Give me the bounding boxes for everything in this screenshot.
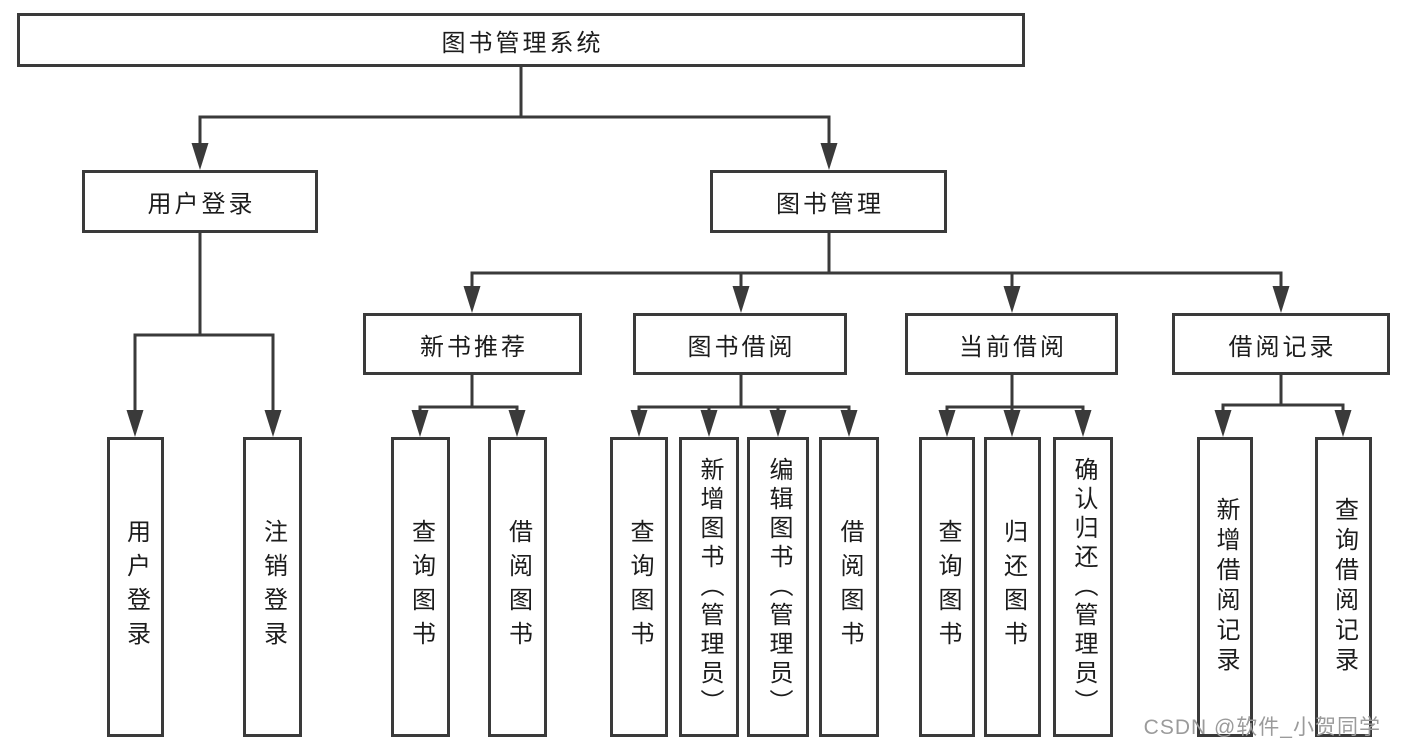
leaf-label: 用户登录 [122,519,150,655]
leaf-logout: 注销登录 [243,437,302,737]
leaf-add-borrow-record: 新增借阅记录 [1197,437,1253,737]
leaf-label: 注销登录 [259,519,287,655]
node-label: 图书管理 [776,191,884,218]
node-label: 新书推荐 [420,333,528,361]
node-book-borrowing: 图书借阅 [633,313,847,375]
node-label: 用户登录 [147,191,256,218]
leaf-label: 查询图书 [934,519,961,655]
node-book-management-branch: 图书管理 [710,170,947,233]
leaf-add-books-admin: 新增图书（管理员） [679,437,739,737]
node-borrowing-records: 借阅记录 [1172,313,1390,375]
leaf-query-borrow-record: 查询借阅记录 [1315,437,1372,737]
leaf-label: 新增借阅记录 [1212,497,1239,677]
node-new-book-recommend: 新书推荐 [363,313,582,375]
node-label: 借阅记录 [1228,333,1337,361]
node-label: 当前借阅 [959,333,1067,361]
leaf-label: 查询图书 [626,519,653,655]
leaf-query-books-current: 查询图书 [919,437,975,737]
leaf-user-login: 用户登录 [107,437,164,737]
leaf-edit-books-admin: 编辑图书（管理员） [747,437,809,737]
leaf-query-books-recommend: 查询图书 [391,437,450,737]
leaf-label: 借阅图书 [836,519,863,655]
leaf-label: 编辑图书（管理员） [765,456,792,718]
leaf-label: 查询图书 [407,519,435,655]
node-library-management-system: 图书管理系统 [17,13,1025,67]
leaf-label: 借阅图书 [504,519,532,655]
node-label: 图书借阅 [687,333,796,361]
node-current-borrowing: 当前借阅 [905,313,1118,375]
node-user-login-branch: 用户登录 [82,170,318,233]
leaf-borrow-books-recommend: 借阅图书 [488,437,547,737]
node-label: 图书管理系统 [441,29,604,57]
leaf-label: 新增图书（管理员） [696,456,723,718]
leaf-label: 归还图书 [999,519,1027,655]
leaf-borrow-books: 借阅图书 [819,437,879,737]
leaf-return-books: 归还图书 [984,437,1041,737]
leaf-query-books-borrowing: 查询图书 [610,437,668,737]
leaf-confirm-return-admin: 确认归还（管理员） [1053,437,1113,737]
leaf-label: 查询借阅记录 [1330,497,1358,677]
leaf-label: 确认归还（管理员） [1070,456,1097,718]
